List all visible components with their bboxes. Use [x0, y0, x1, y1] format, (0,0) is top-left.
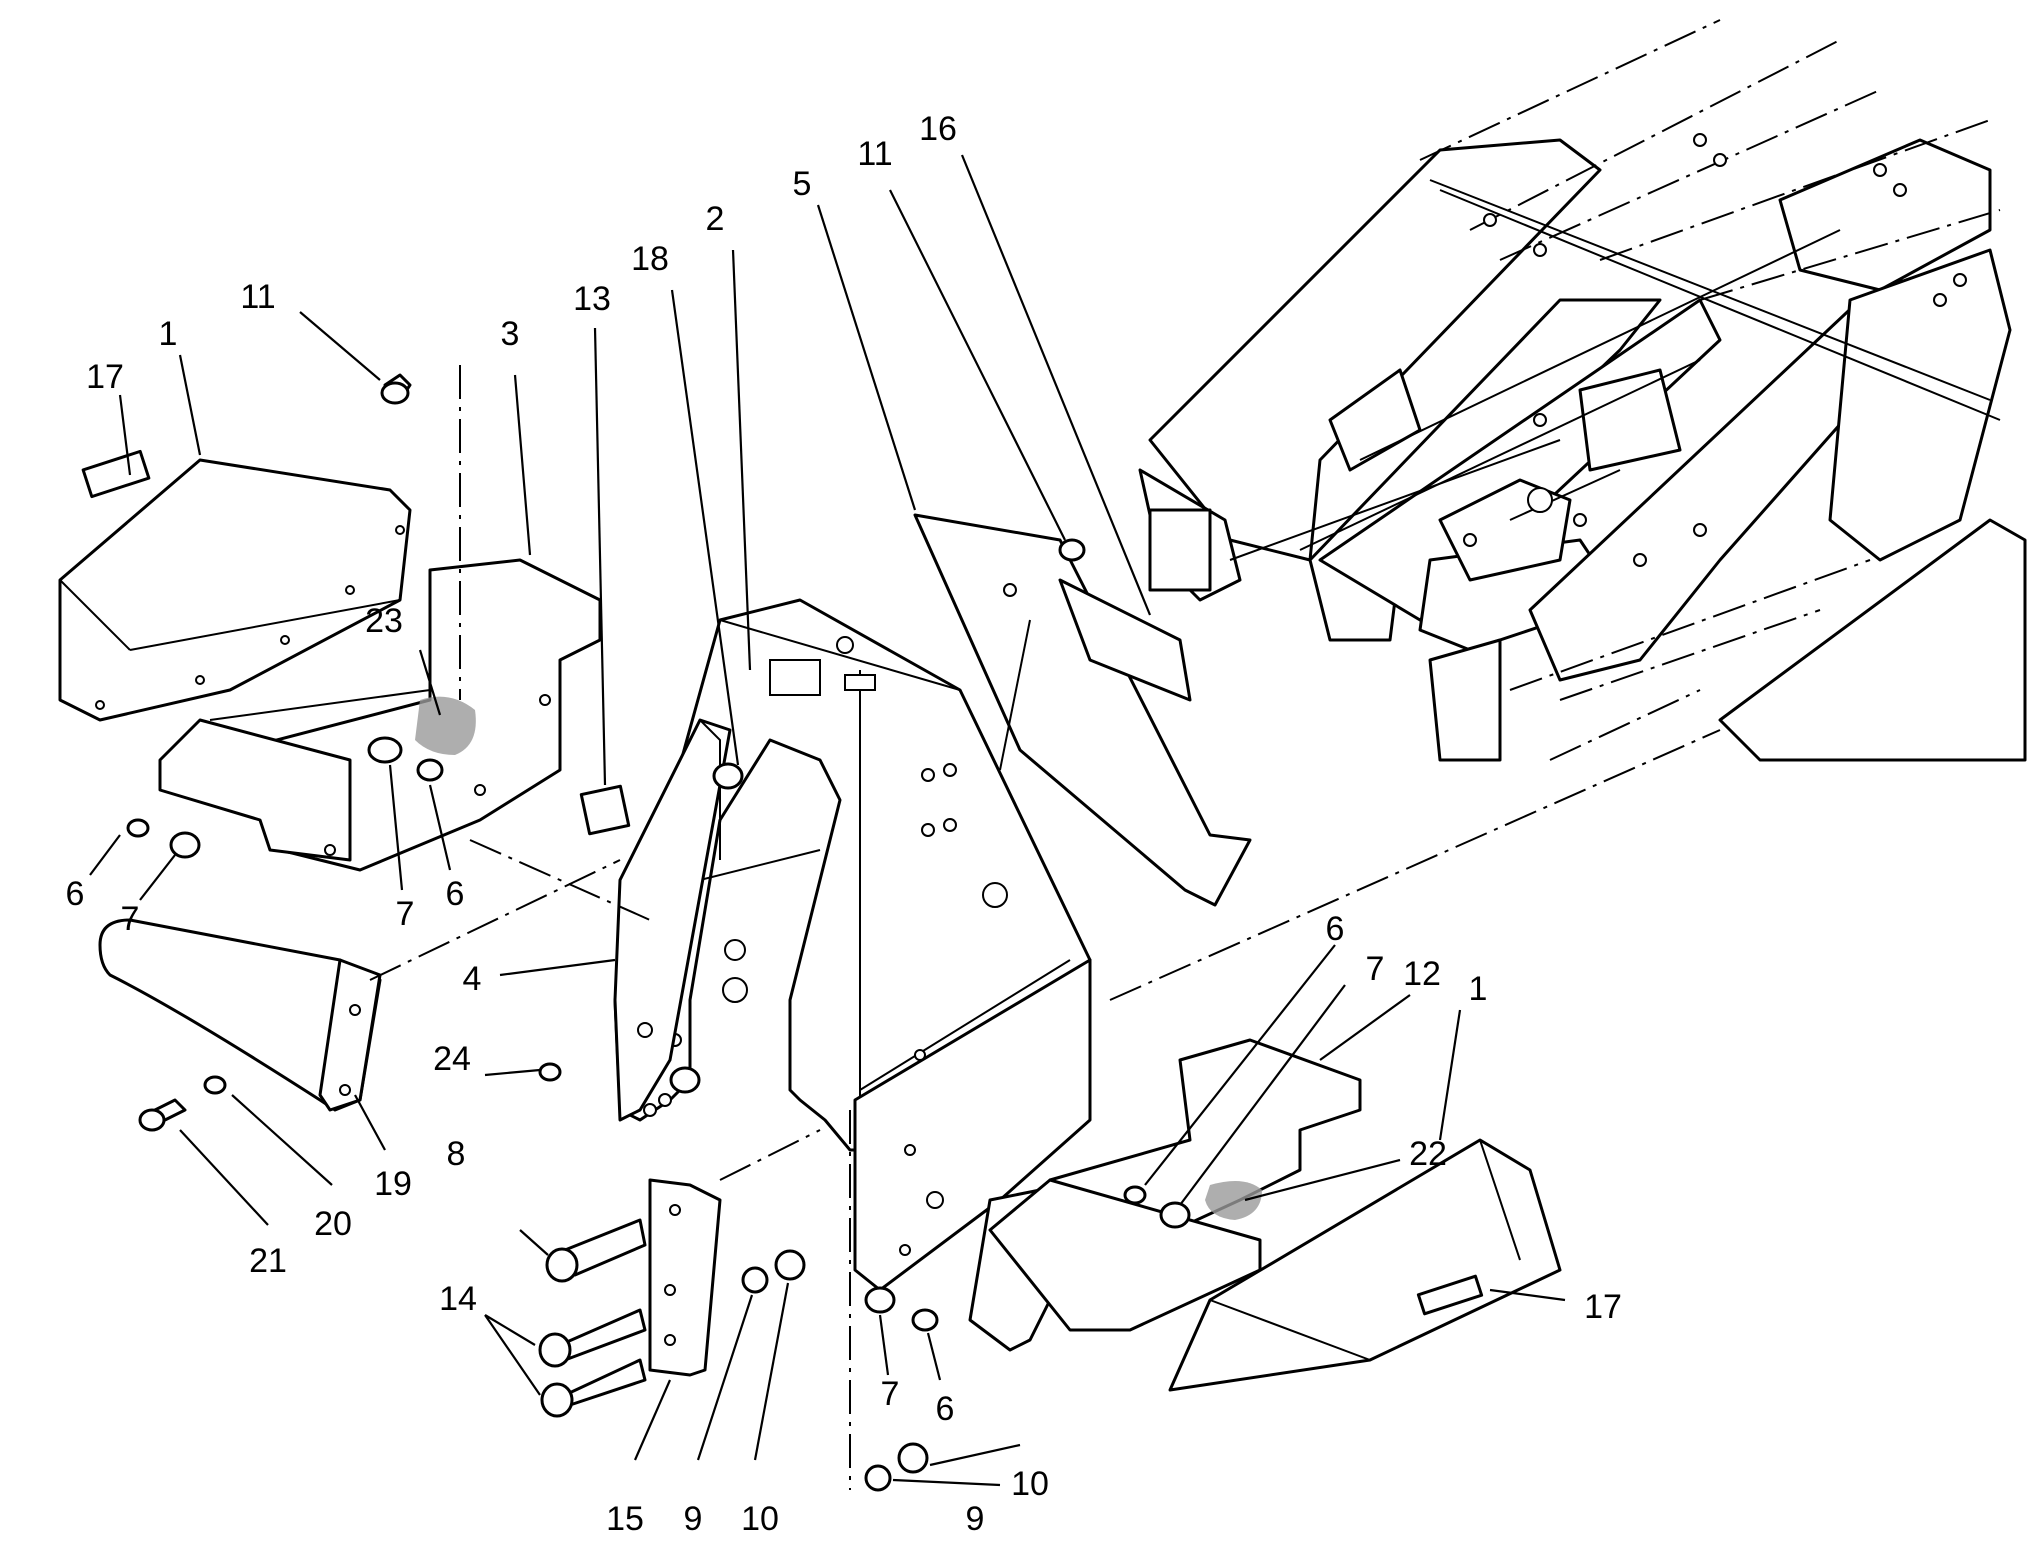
- left-shield: [58, 449, 412, 722]
- center-lines: [369, 365, 1721, 1490]
- callout-22: 22: [1409, 1135, 1447, 1173]
- callout-21: 21: [249, 1242, 287, 1280]
- right-mount-bracket: [968, 1038, 1362, 1352]
- callout-7: 7: [396, 895, 415, 933]
- callout-1: 1: [159, 315, 178, 353]
- callout-6: 6: [66, 875, 85, 913]
- callout-16: 16: [919, 110, 957, 148]
- callout-11: 11: [240, 278, 275, 316]
- callout-2: 2: [706, 200, 725, 238]
- callout-6: 6: [446, 875, 465, 913]
- callout-13: 13: [573, 280, 611, 318]
- callout-6: 6: [1326, 910, 1345, 948]
- machine-frame: [1138, 19, 2027, 762]
- callout-15: 15: [606, 1500, 644, 1538]
- left-mount-bracket: [158, 558, 602, 872]
- right-shield: [1168, 1138, 1562, 1392]
- callout-1: 1: [1469, 970, 1488, 1008]
- callout-23: 23: [365, 602, 403, 640]
- callout-10: 10: [741, 1500, 779, 1538]
- callout-20: 20: [314, 1205, 352, 1243]
- callout-3: 3: [501, 315, 520, 353]
- callout-8: 8: [447, 1135, 466, 1173]
- callout-5: 5: [793, 165, 812, 203]
- callout-numbers: 1 1 2 3 4 5 6 6 6 6 7 7 7 7 8 9 9 10 10 …: [66, 110, 1622, 1538]
- callout-9: 9: [684, 1500, 703, 1538]
- handle-bracket: [98, 918, 382, 1112]
- callout-7: 7: [121, 900, 140, 938]
- mounting-bar: [648, 1178, 722, 1377]
- side-plate: [613, 718, 732, 1122]
- callout-6: 6: [936, 1390, 955, 1428]
- callout-7: 7: [881, 1375, 900, 1413]
- shield-plate: [913, 513, 1252, 907]
- callout-7: 7: [1366, 950, 1385, 988]
- callout-9: 9: [966, 1500, 985, 1538]
- leader-lines: [89, 154, 1566, 1487]
- callout-4: 4: [463, 960, 482, 998]
- callout-17: 17: [1584, 1288, 1622, 1326]
- callout-18: 18: [631, 240, 669, 278]
- callout-19: 19: [374, 1165, 412, 1203]
- callout-12: 12: [1403, 955, 1441, 993]
- callout-17: 17: [86, 358, 124, 396]
- callout-14: 14: [439, 1280, 477, 1318]
- callout-24: 24: [433, 1040, 471, 1078]
- callout-10: 10: [1011, 1465, 1049, 1503]
- callout-11: 11: [857, 135, 892, 173]
- fasteners: [126, 373, 1191, 1492]
